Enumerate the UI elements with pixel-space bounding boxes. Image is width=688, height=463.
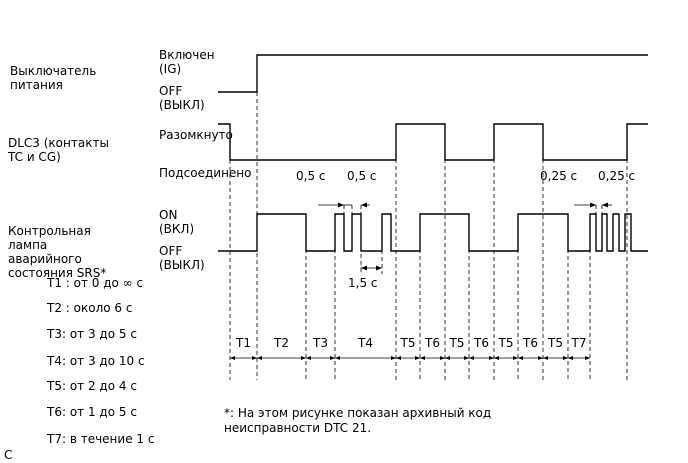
interval-label-t7: T7: [571, 336, 587, 350]
interval-arrowhead: [330, 356, 335, 360]
duration-label-05b: 0,5 с: [347, 169, 377, 183]
legend-item: T1 : от 0 до ∞ с: [46, 276, 143, 290]
lamp-waveform: [218, 213, 648, 252]
arrowhead: [361, 202, 367, 208]
interval-arrowhead: [257, 356, 262, 360]
interval-label-t3: T3: [312, 336, 328, 350]
interval-arrowhead: [306, 356, 311, 360]
interval-label-t5: T5: [449, 336, 465, 350]
duration-label-05a: 0,5 с: [296, 169, 326, 183]
interval-label-t6: T6: [424, 336, 440, 350]
arrowhead: [338, 202, 344, 208]
dlc3-high-label: Разомкнуто: [159, 128, 233, 142]
interval-label-t5: T5: [547, 336, 563, 350]
interval-label-t2: T2: [273, 336, 289, 350]
interval-arrowhead: [440, 356, 445, 360]
duration-arrows: [318, 202, 612, 271]
interval-arrowhead: [489, 356, 494, 360]
legend-item: T6: от 1 до 5 с: [46, 405, 137, 419]
interval-arrowhead: [568, 356, 573, 360]
interval-label-t5: T5: [400, 336, 416, 350]
legend-item: T2 : около 6 с: [46, 301, 132, 315]
ig-waveform: [218, 54, 648, 93]
legend-item: T4: от 3 до 10 с: [46, 354, 145, 368]
interval-arrowhead: [420, 356, 425, 360]
interval-label-t6: T6: [522, 336, 538, 350]
interval-arrowhead: [396, 356, 401, 360]
lamp-high-label: ON(ВКЛ): [159, 208, 194, 236]
interval-arrowhead: [335, 356, 340, 360]
legend-item: T7: в течение 1 с: [46, 432, 154, 446]
ig-high-label: Включен(IG): [159, 48, 215, 76]
legend-item: T3: от 3 до 5 с: [46, 327, 137, 341]
interval-label-t6: T6: [473, 336, 489, 350]
ig-low-label: OFF(ВЫКЛ): [159, 84, 205, 112]
lamp-low-label: OFF(ВЫКЛ): [159, 244, 205, 272]
interval-arrowhead: [494, 356, 499, 360]
interval-dimension: [230, 356, 590, 360]
dlc3-waveform: [218, 123, 648, 161]
interval-arrowhead: [538, 356, 543, 360]
arrowhead: [361, 265, 367, 271]
interval-arrowhead: [563, 356, 568, 360]
interval-arrowhead: [543, 356, 548, 360]
timing-legend: T1 : от 0 до ∞ с T2 : около 6 с T3: от 3 д…: [46, 276, 154, 446]
interval-arrowhead: [464, 356, 469, 360]
legend-item: T5: от 2 до 4 с: [46, 379, 137, 393]
interval-arrowhead: [513, 356, 518, 360]
interval-arrowhead: [252, 356, 257, 360]
interval-label-t1: T1: [235, 336, 251, 350]
interval-label-t5: T5: [498, 336, 514, 350]
interval-arrowhead: [415, 356, 420, 360]
interval-arrowhead: [469, 356, 474, 360]
corner-label: C: [4, 448, 12, 462]
arrowhead: [590, 202, 596, 208]
interval-arrowhead: [585, 356, 590, 360]
duration-label-15: 1,5 с: [348, 276, 378, 290]
duration-label-025b: 0,25 с: [598, 169, 635, 183]
duration-label-025a: 0,25 с: [540, 169, 577, 183]
interval-arrowhead: [391, 356, 396, 360]
interval-label-t4: T4: [357, 336, 373, 350]
interval-labels: T1 T2 T3 T4 T5 T6 T5 T6 T5 T6 T5 T7: [235, 336, 586, 350]
dlc3-low-label: Подсоединено: [159, 166, 252, 180]
interval-arrowhead: [518, 356, 523, 360]
arrowhead: [376, 265, 382, 271]
arrowhead: [602, 202, 608, 208]
interval-arrowhead: [445, 356, 450, 360]
interval-arrowhead: [301, 356, 306, 360]
interval-arrowhead: [230, 356, 235, 360]
